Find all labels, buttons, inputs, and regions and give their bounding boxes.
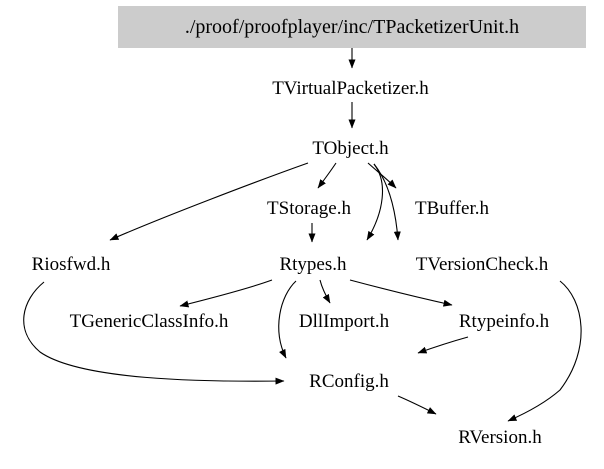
graph-node-tstorage[interactable]: TStorage.h	[250, 194, 368, 222]
graph-node-riosfwd[interactable]: Riosfwd.h	[13, 250, 129, 278]
graph-node-label: Rtypeinfo.h	[458, 310, 550, 332]
graph-node-rconfig[interactable]: RConfig.h	[290, 367, 408, 395]
graph-node-rversion[interactable]: RVersion.h	[438, 423, 562, 451]
graph-edge-rtypes-to-rtypeinfo	[349, 279, 453, 307]
graph-node-label: TStorage.h	[267, 197, 351, 219]
graph-edge-rtypeinfo-to-rconfig	[417, 336, 469, 354]
graph-node-dllimport[interactable]: DllImport.h	[285, 307, 403, 335]
graph-node-tversioncheck[interactable]: TVersionCheck.h	[384, 250, 580, 278]
graph-node-label: TObject.h	[312, 137, 389, 159]
graph-edge-rconfig-to-rversion	[397, 395, 437, 415]
graph-edge-tobject-to-tstorage	[317, 162, 337, 189]
graph-node-rtypes[interactable]: Rtypes.h	[263, 250, 363, 278]
graph-edges	[23, 48, 582, 422]
graph-edge-tversioncheck-to-rversion	[507, 280, 582, 422]
graph-node-label: ./proof/proofplayer/inc/TPacketizerUnit.…	[184, 16, 520, 38]
graph-node-label: RConfig.h	[309, 370, 389, 392]
graph-node-root[interactable]: ./proof/proofplayer/inc/TPacketizerUnit.…	[118, 6, 586, 48]
graph-node-label: TBuffer.h	[414, 197, 490, 219]
graph-node-label: Riosfwd.h	[31, 253, 111, 275]
graph-edge-tobject-to-tversioncheck	[373, 163, 401, 241]
graph-edge-rtypes-to-dllimport	[319, 279, 331, 304]
graph-node-label: TVirtualPacketizer.h	[272, 77, 429, 99]
graph-node-tvirtualpacketizer[interactable]: TVirtualPacketizer.h	[238, 74, 463, 102]
graph-node-tbuffer[interactable]: TBuffer.h	[398, 194, 506, 222]
graph-node-label: Rtypes.h	[279, 253, 347, 275]
graph-node-tgenericclassinfo[interactable]: TGenericClassInfo.h	[34, 307, 264, 335]
graph-node-tobject[interactable]: TObject.h	[294, 134, 407, 162]
graph-node-label: TVersionCheck.h	[415, 253, 549, 275]
graph-node-label: RVersion.h	[458, 426, 542, 448]
graph-node-label: DllImport.h	[298, 310, 390, 332]
graph-node-label: TGenericClassInfo.h	[69, 310, 229, 332]
graph-node-rtypeinfo[interactable]: Rtypeinfo.h	[437, 307, 571, 335]
graph-edge-tobject-to-rtypes	[366, 163, 384, 241]
graph-edge-tobject-to-tbuffer	[367, 162, 397, 189]
graph-edge-rtypes-to-tgenericclassinfo	[179, 279, 273, 308]
